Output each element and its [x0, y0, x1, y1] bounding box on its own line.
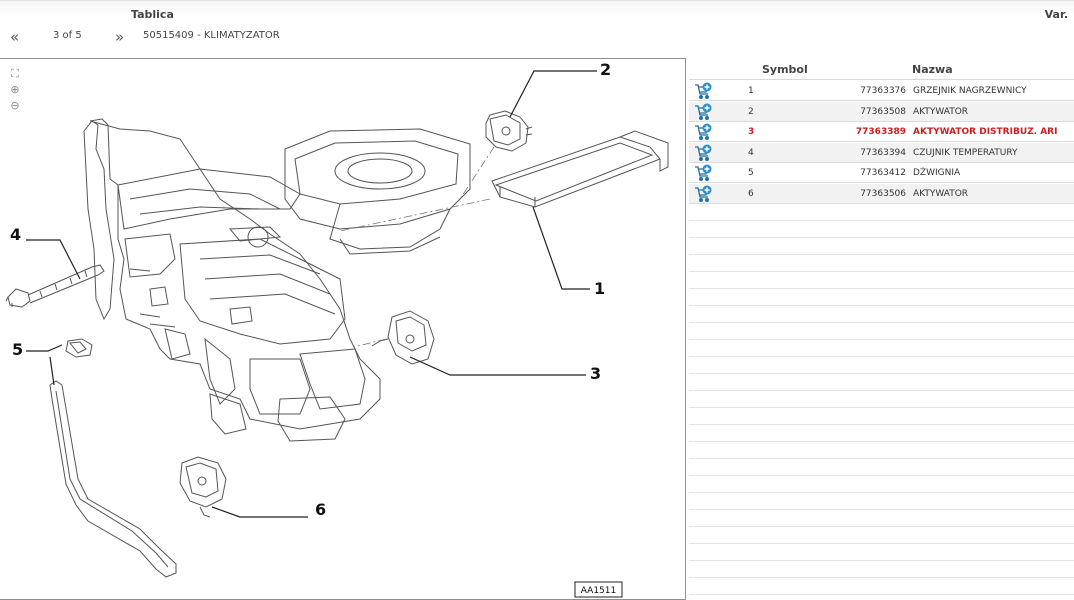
variant-label: Var.	[1044, 8, 1068, 21]
previous-page-button[interactable]: «	[10, 28, 20, 46]
actuator-part-6	[179, 456, 227, 518]
empty-rows	[689, 204, 1074, 600]
add-to-cart-icon[interactable]	[694, 103, 712, 121]
add-to-cart-icon[interactable]	[694, 185, 712, 203]
exploded-parts-drawing: ⛶ ⊕ ⊖	[0, 58, 686, 600]
callout-1[interactable]: 1	[594, 279, 605, 298]
callout-4[interactable]: 4	[10, 225, 21, 244]
row-symbol: 1	[748, 86, 754, 96]
drawing-canvas: 2 1 3 4 5 6 AA1511	[5, 60, 669, 598]
fit-to-window-icon[interactable]: ⛶	[11, 67, 19, 80]
parts-list-header: Symbol Nazwa	[689, 58, 1074, 80]
heater-core-part	[491, 130, 669, 208]
add-to-cart-icon[interactable]	[694, 144, 712, 162]
add-to-cart-icon[interactable]	[694, 82, 712, 100]
zoom-in-icon[interactable]: ⊕	[10, 83, 20, 96]
column-name: Nazwa	[912, 63, 953, 76]
page-counter: 3 of 5	[53, 30, 82, 41]
zoom-out-icon[interactable]: ⊖	[10, 99, 20, 112]
actuator-part-3	[371, 310, 435, 365]
row-part-number: 77363376	[860, 86, 906, 96]
drawing-ref-code: AA1511	[581, 586, 616, 596]
row-symbol: 6	[748, 188, 754, 199]
temperature-sensor-part	[5, 264, 105, 308]
row-part-name: DŹWIGNIA	[913, 168, 961, 178]
row-symbol: 4	[748, 147, 754, 158]
row-part-name: AKTYWATOR DISTRIBUZ. ARI	[913, 127, 1058, 137]
leader-lines	[26, 70, 597, 518]
table-row[interactable]: 2 77363508 AKTYWATOR	[689, 101, 1074, 122]
table-row[interactable]: 1 77363376 GRZEJNIK NAGRZEWNICY	[689, 81, 1074, 101]
table-row[interactable]: 6 77363506 AKTYWATOR	[689, 183, 1074, 204]
row-part-name: CZUJNIK TEMPERATURY	[913, 147, 1018, 158]
next-page-button[interactable]: »	[115, 28, 125, 46]
hvac-housing	[83, 118, 381, 442]
add-to-cart-icon[interactable]	[694, 123, 712, 141]
callout-5[interactable]: 5	[12, 340, 23, 359]
table-row[interactable]: 4 77363394 CZUJNIK TEMPERATURY	[689, 142, 1074, 163]
callout-2[interactable]: 2	[600, 60, 611, 79]
table-title: Tablica	[131, 8, 174, 21]
add-to-cart-icon[interactable]	[694, 164, 712, 182]
callout-3[interactable]: 3	[590, 364, 601, 383]
row-symbol: 5	[748, 168, 754, 178]
row-part-number: 77363394	[860, 147, 906, 158]
header-bar: Tablica Var. « 3 of 5 » 50515409 - KLIMA…	[0, 0, 1074, 52]
callout-6[interactable]: 6	[315, 500, 326, 519]
actuator-part-2	[485, 110, 533, 152]
lever-part	[49, 338, 177, 578]
table-row[interactable]: 5 77363412 DŹWIGNIA	[689, 163, 1074, 183]
row-part-number: 77363506	[860, 188, 906, 199]
document-title: 50515409 - KLIMATYZATOR	[143, 30, 280, 41]
ref-code-box	[574, 581, 623, 598]
assembly-lines	[339, 146, 495, 348]
row-symbol: 2	[748, 106, 754, 117]
row-part-name: AKTYWATOR	[913, 188, 969, 199]
row-part-number: 77363412	[860, 168, 906, 178]
row-symbol: 3	[748, 127, 755, 137]
parts-list: Symbol Nazwa 1 77363376 GRZEJNIK NAGRZEWNI…	[689, 58, 1074, 600]
blower-casing	[284, 128, 471, 255]
row-part-name: AKTYWATOR	[913, 106, 969, 117]
row-part-name: GRZEJNIK NAGRZEWNICY	[913, 86, 1027, 96]
row-part-number: 77363508	[860, 106, 906, 117]
table-row[interactable]: 3 77363389 AKTYWATOR DISTRIBUZ. ARI	[689, 122, 1074, 142]
row-part-number: 77363389	[855, 127, 906, 137]
column-symbol: Symbol	[762, 63, 808, 76]
